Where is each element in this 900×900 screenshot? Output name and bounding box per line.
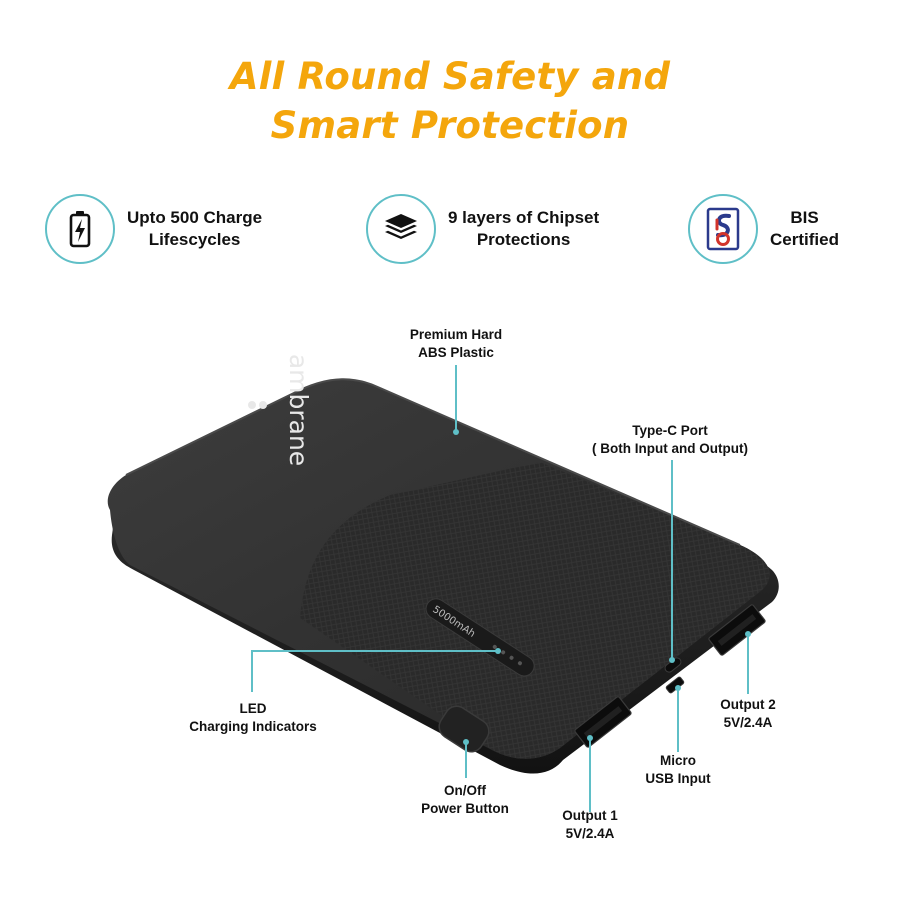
callout-output-2: Output 2 5V/2.4A bbox=[720, 697, 776, 730]
usb-port-output-2 bbox=[708, 604, 766, 656]
callout-type-c: Type-C Port ( Both Input and Output) bbox=[592, 423, 748, 456]
textured-panel bbox=[300, 462, 770, 759]
brand-logo-text: ambrane bbox=[284, 354, 313, 466]
headline-line-2: Smart Protection bbox=[270, 104, 630, 147]
callout-lines bbox=[251, 365, 749, 812]
bis-mark-icon bbox=[688, 194, 758, 264]
feature-charge-cycles-text: Upto 500 Charge Lifescycles bbox=[127, 208, 263, 249]
feature-charge-cycles: Upto 500 Charge Lifescycles bbox=[45, 192, 262, 266]
power-button bbox=[438, 705, 490, 753]
callout-led: LED Charging Indicators bbox=[189, 701, 317, 734]
feature-chipset-layers-text: 9 layers of Chipset Protections bbox=[448, 208, 600, 249]
layers-icon bbox=[366, 194, 436, 264]
callout-power-button: On/Off Power Button bbox=[421, 783, 509, 816]
feature-bis-certified: BIS Certified bbox=[688, 192, 839, 266]
battery-bolt-icon bbox=[45, 194, 115, 264]
callout-material: Premium Hard ABS Plastic bbox=[409, 327, 503, 360]
feature-chipset-layers: 9 layers of Chipset Protections bbox=[366, 192, 599, 266]
callout-micro-usb: Micro USB Input bbox=[645, 753, 711, 786]
feature-bis-certified-text: BIS Certified bbox=[770, 208, 839, 249]
usb-port-output-1 bbox=[574, 696, 632, 748]
headline-line-1: All Round Safety and bbox=[229, 55, 671, 98]
callout-line-led bbox=[251, 650, 498, 692]
brand-logo bbox=[248, 401, 267, 409]
callout-output-1: Output 1 5V/2.4A bbox=[562, 808, 618, 841]
